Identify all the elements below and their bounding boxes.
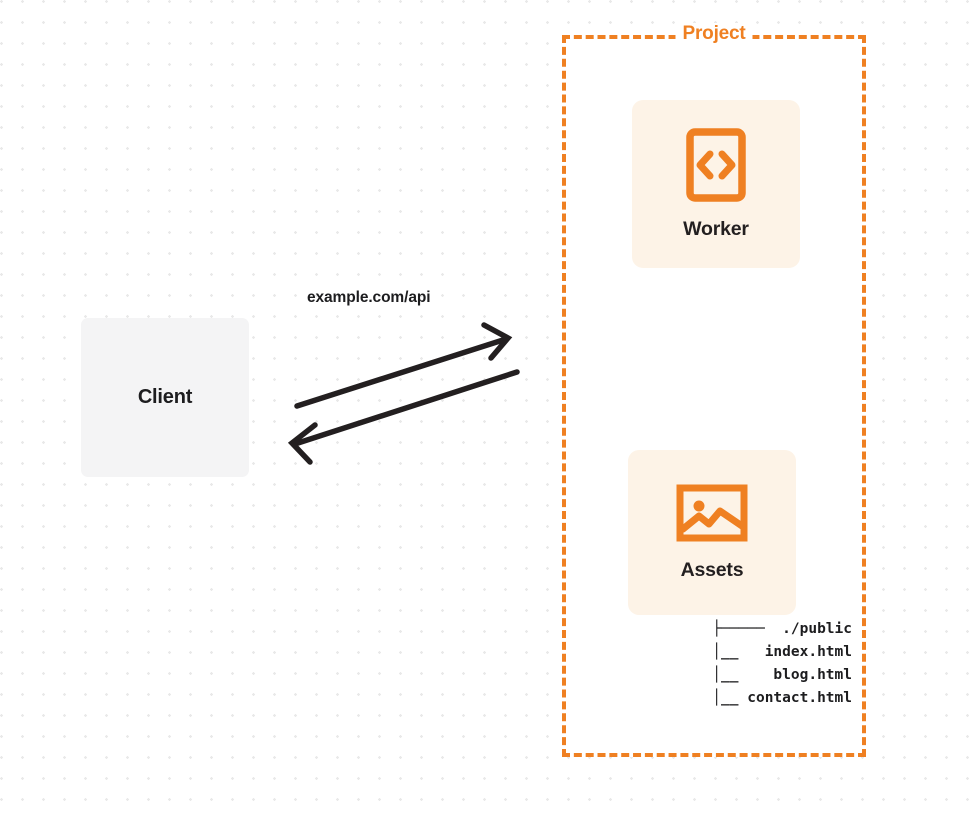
node-client-label: Client [137,386,193,408]
connection-label: example.com/api [307,289,431,306]
node-client[interactable]: Client [81,318,249,477]
node-assets[interactable]: Assets [628,450,796,615]
node-assets-label: Assets [680,559,744,581]
arrow-right-icon [294,322,513,409]
file-tree-row: │__ blog.html [677,667,852,683]
file-tree-row: │__ index.html [677,644,852,660]
node-worker-label: Worker [683,217,749,240]
group-project: Project Worker Assets [562,23,866,757]
file-tree-row: ├───── ./public [712,621,852,637]
code-brackets-icon [686,127,746,202]
arrow-left-icon [287,369,520,465]
node-worker[interactable]: Worker [632,100,800,268]
file-tree-row: │__ contact.html [677,690,852,706]
connection-arrows [287,322,520,465]
assets-file-tree: ├───── ./public │__ index.html │__ blog.… [608,618,852,710]
group-project-label: Project [675,23,753,45]
image-icon [676,483,748,543]
